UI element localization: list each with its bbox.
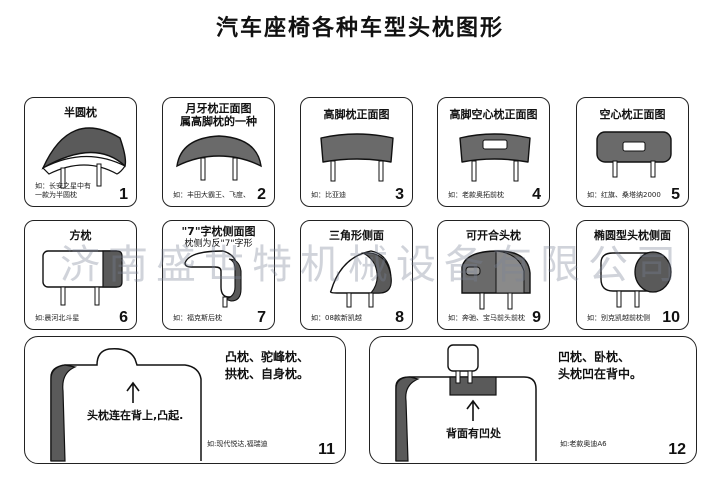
card12-description: 凹枕、卧枕、头枕凹在背中。 [558, 350, 643, 381]
card-number: 6 [119, 309, 128, 326]
card-half-round-headrest: 半圆枕 如：长安之星中有一款为半圆枕 1 [24, 97, 137, 207]
card-title: 椭圆型头枕侧面 [594, 229, 671, 242]
oval-headrest-shape [600, 251, 672, 308]
card-title: 空心枕正面图 [599, 108, 666, 121]
card-crescent-headrest: 月牙枕正面图属高脚枕的一种 如：丰田大霸王、飞度、 2 [162, 97, 275, 207]
integrated-convex-seat-shape [50, 347, 202, 462]
card-high-leg-hollow-headrest: 高脚空心枕正面图 如：老款奥拓前枕 4 [437, 97, 550, 207]
square-headrest-shape [42, 250, 123, 306]
card-note: 如：老款奥拓前枕 [448, 191, 504, 199]
card-triangle-headrest: 三角形侧面 如：08款新凯越 8 [300, 220, 413, 330]
7-shape-headrest-shape [184, 250, 242, 308]
card-title: 方枕 [69, 229, 92, 242]
card-integrated-convex-headrest: 凸枕、驼峰枕、拱枕、自身枕。 头枕连在背上,凸起. 如:现代悦达,福瑞迪 11 [24, 336, 346, 464]
page-title: 汽车座椅各种车型头枕图形 [215, 16, 504, 41]
openable-headrest-shape [461, 250, 531, 310]
card-title: 可开合头枕 [466, 229, 521, 242]
card-number: 10 [662, 309, 680, 326]
card-note: 如:晨河北斗星 [35, 314, 80, 322]
card-note: 如：福克斯后枕 [173, 314, 222, 322]
card-note: 如:现代悦达,福瑞迪 [207, 440, 268, 448]
triangle-headrest-shape [329, 250, 392, 308]
high-leg-headrest-shape [320, 133, 394, 182]
card-note: 如：08款新凯越 [311, 314, 362, 322]
card-note: 如：别克凯越前枕侧 [587, 314, 650, 322]
card-number: 12 [668, 441, 686, 458]
card-number: 1 [119, 186, 128, 203]
half-round-headrest-shape [41, 127, 127, 189]
card-title: "7"字枕侧面图枕侧为反"7"字形 [181, 225, 256, 249]
card-7-shape-headrest: "7"字枕侧面图枕侧为反"7"字形 如：福克斯后枕 7 [162, 220, 275, 330]
card-title: 半圆枕 [64, 106, 97, 119]
card-title: 高脚空心枕正面图 [449, 108, 538, 121]
card-note: 如：比亚迪 [311, 191, 346, 199]
card11-description: 凸枕、驼峰枕、拱枕、自身枕。 [225, 350, 310, 381]
card-note: 如：长安之星中有一款为半圆枕 [35, 182, 91, 199]
card11-arrow-label: 头枕连在背上,凸起. [87, 409, 184, 422]
card-number: 5 [671, 186, 680, 203]
card-number: 2 [257, 186, 266, 203]
crescent-headrest-shape [176, 135, 262, 181]
card-number: 4 [532, 186, 541, 203]
card-recessed-headrest: 凹枕、卧枕、头枕凹在背中。 背面有凹处 如:老款奥迪A6 12 [369, 336, 697, 464]
card-note: 如：红旗、桑塔纳2000 [587, 191, 661, 199]
card-oval-headrest: 椭圆型头枕侧面 如：别克凯越前枕侧 10 [576, 220, 689, 330]
card-number: 7 [257, 309, 266, 326]
card-title: 月牙枕正面图属高脚枕的一种 [180, 102, 257, 128]
card-number: 3 [395, 186, 404, 203]
hollow-headrest-shape [596, 131, 672, 178]
card-high-leg-headrest: 高脚枕正面图 如：比亚迪 3 [300, 97, 413, 207]
card-square-headrest: 方枕 如:晨河北斗星 6 [24, 220, 137, 330]
card-number: 11 [318, 441, 335, 458]
card-hollow-headrest: 空心枕正面图 如：红旗、桑塔纳2000 5 [576, 97, 689, 207]
card-openable-headrest: 可开合头枕 如：奔驰、宝马前头前枕 9 [437, 220, 550, 330]
card-note: 如：奔驰、宝马前头前枕 [448, 314, 525, 322]
recessed-headrest-seat-shape [395, 344, 537, 462]
card-number: 9 [532, 309, 541, 326]
card12-arrow-label: 背面有凹处 [446, 427, 501, 440]
card-note: 如：丰田大霸王、飞度、 [173, 191, 250, 199]
card-title: 高脚枕正面图 [323, 108, 390, 121]
card-number: 8 [395, 309, 404, 326]
high-leg-hollow-headrest-shape [459, 133, 531, 182]
card-note: 如:老款奥迪A6 [560, 440, 607, 448]
card-title: 三角形侧面 [329, 229, 384, 242]
